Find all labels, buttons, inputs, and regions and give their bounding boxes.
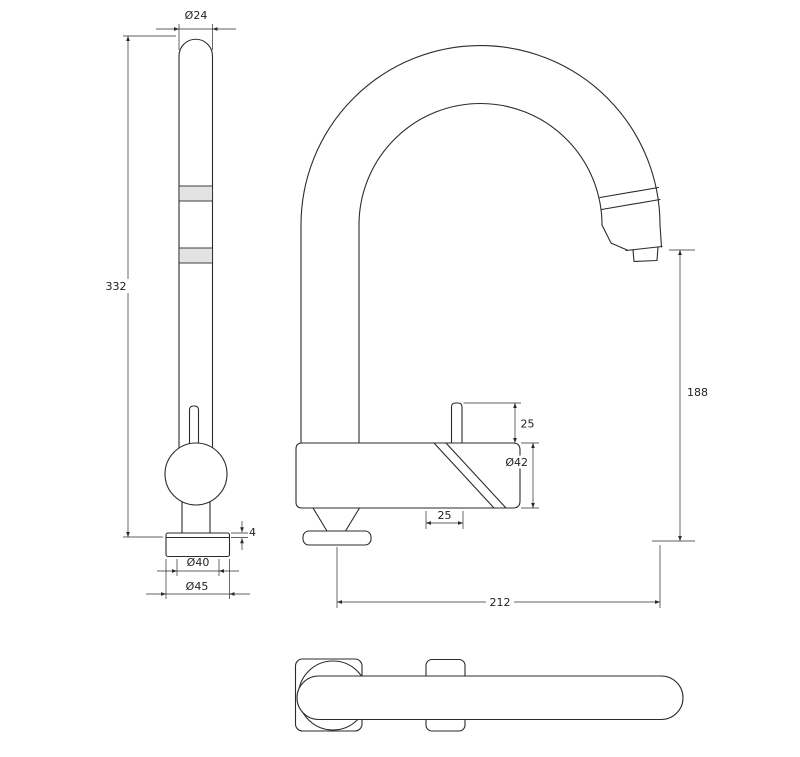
front-view-dimensions: 25 Ø42 25 188 212 [336, 249, 708, 609]
spray-head-face [625, 245, 663, 252]
dim-extension-line [652, 249, 695, 542]
dim-extension-line [521, 442, 539, 509]
dim-extension-line [231, 532, 248, 538]
mixer-body-front [295, 442, 521, 509]
base-flange-side [165, 532, 231, 558]
dim-label-spout-outlet-height: 188 [687, 386, 708, 399]
hose-band-upper [178, 185, 213, 202]
spray-nozzle [632, 246, 659, 263]
dim-label-handle-clearance: 25 [521, 418, 535, 431]
dim-label-spout-diameter: Ø24 [185, 9, 208, 22]
dim-label-handle-offset: 25 [438, 509, 452, 522]
spout-top-outline [296, 675, 684, 721]
base-funnel-front [312, 507, 361, 532]
front-view [295, 45, 663, 546]
valve-joint-diagonals [433, 442, 507, 509]
dim-extension-line [123, 35, 176, 538]
handle-lever-front [450, 402, 463, 443]
base-flange-front [302, 530, 372, 546]
base-neck-side [181, 499, 211, 534]
handle-hub-side [164, 442, 228, 506]
gooseneck-inner-outline [358, 102, 628, 444]
dim-label-base-inner-diameter: Ø40 [187, 556, 210, 569]
dim-extension-line [336, 545, 661, 608]
dim-label-base-outer-diameter: Ø45 [186, 580, 209, 593]
gooseneck-outer-outline [300, 45, 663, 444]
hose-band-lower [178, 247, 213, 264]
dim-label-valve-diameter: Ø42 [505, 456, 528, 469]
dim-label-spout-reach: 212 [490, 596, 511, 609]
dim-extension-line [178, 24, 213, 50]
dim-label-overall-height: 332 [106, 280, 127, 293]
side-view-dimensions: Ø24 332 4 Ø40 Ø45 [101, 9, 256, 599]
dim-extension-line [176, 559, 220, 576]
top-view [294, 658, 684, 732]
handle-lever-side [188, 405, 200, 446]
dim-extension-line [425, 511, 464, 529]
spout-side-outline [178, 38, 214, 449]
dim-label-base-thickness: 4 [249, 526, 256, 539]
spray-head-joint-lines [599, 186, 661, 211]
dim-label-background [497, 455, 529, 469]
dim-label-background [101, 279, 131, 293]
side-view [164, 38, 231, 558]
